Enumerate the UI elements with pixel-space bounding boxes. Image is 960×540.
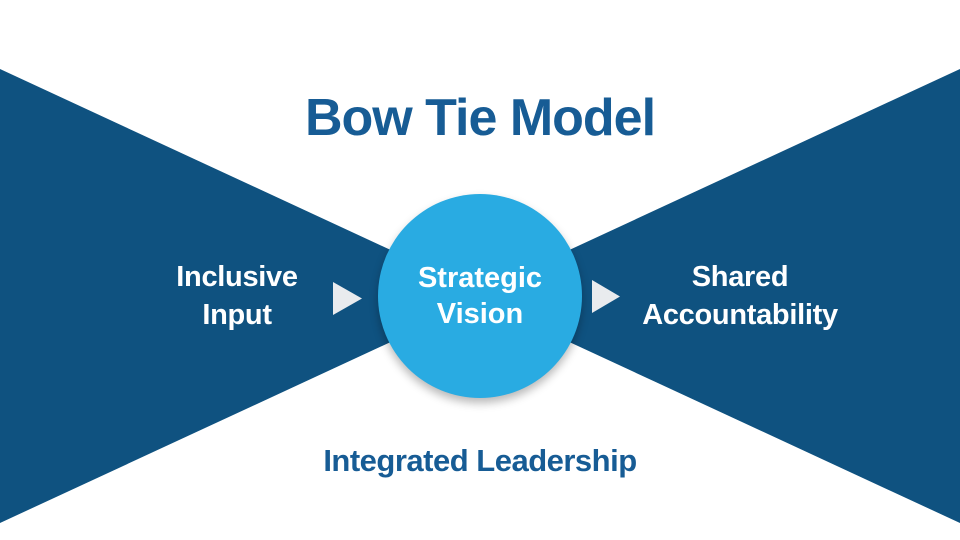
strategic-vision-circle: Strategic Vision [378,194,582,398]
right-label-line2: Accountability [642,299,838,331]
bottom-label: Integrated Leadership [323,443,637,478]
bow-tie-right-triangle [470,69,960,523]
right-label: Shared Accountability [580,258,900,334]
page-title: Bow Tie Model [304,89,656,147]
right-label-line1: Shared [691,261,789,293]
center-label-line2: Vision [436,298,524,330]
center-label-line1: Strategic [417,262,543,294]
bow-tie-left-triangle [0,69,490,523]
left-label-line1: Inclusive [176,261,298,293]
left-label-line2: Input [202,299,272,331]
left-label: Inclusive Input [87,258,387,334]
